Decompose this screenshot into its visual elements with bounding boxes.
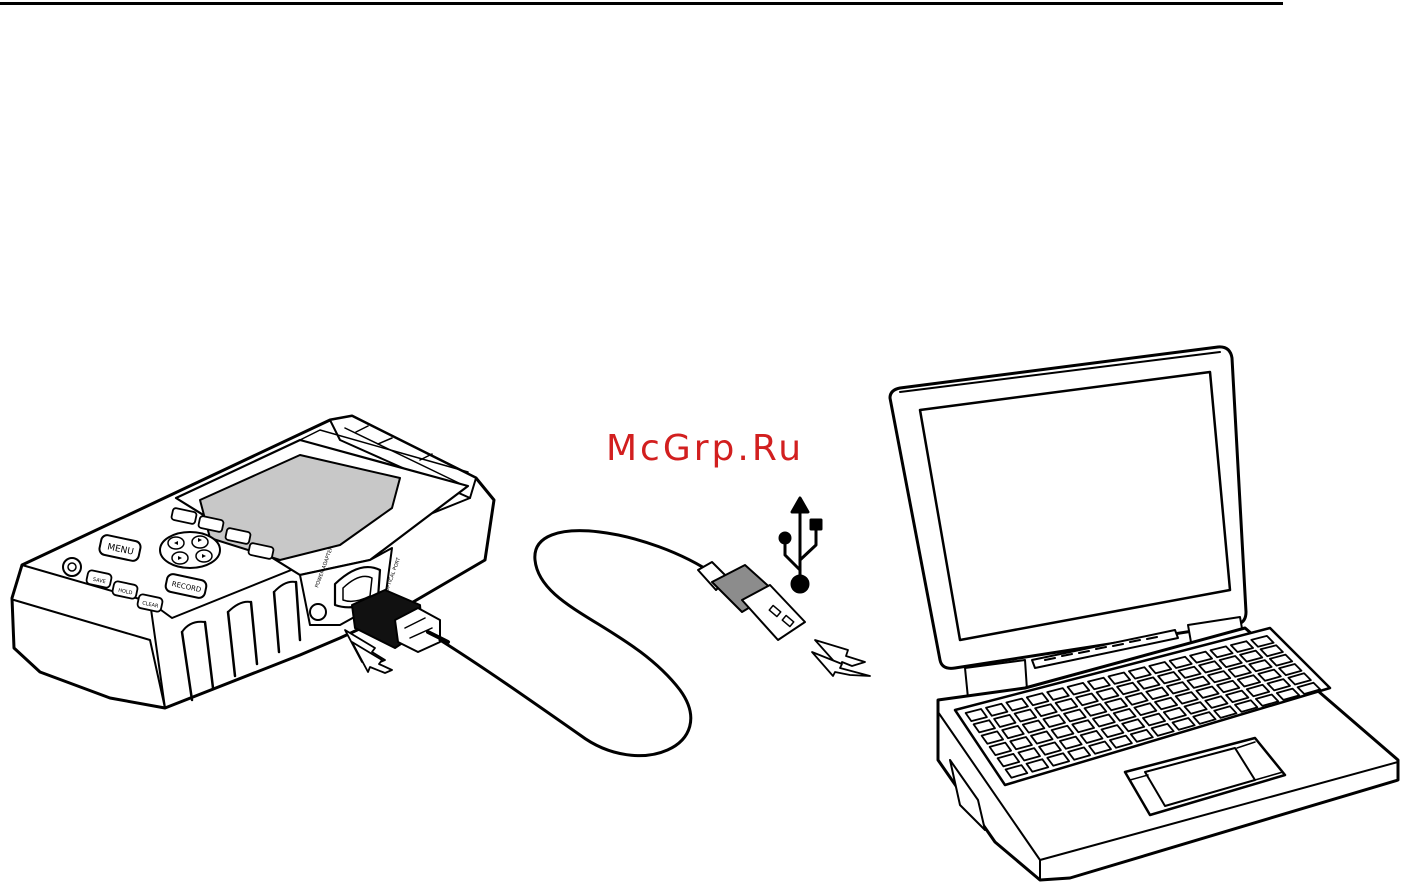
- arrow-pad: [160, 532, 220, 568]
- usb-cable: [440, 531, 715, 756]
- power-adapter-jack: [310, 604, 326, 620]
- handheld-meter: MENU RECORD SAVE HOLD CLEAR: [12, 416, 494, 708]
- usb-a-plug: [698, 562, 805, 640]
- usb-symbol-icon: [780, 498, 821, 592]
- connect-arrow-icon: [812, 640, 870, 676]
- watermark-text: McGrp.Ru: [606, 428, 804, 469]
- power-button: [63, 558, 81, 576]
- laptop-screen: [920, 372, 1230, 640]
- laptop: [890, 347, 1398, 880]
